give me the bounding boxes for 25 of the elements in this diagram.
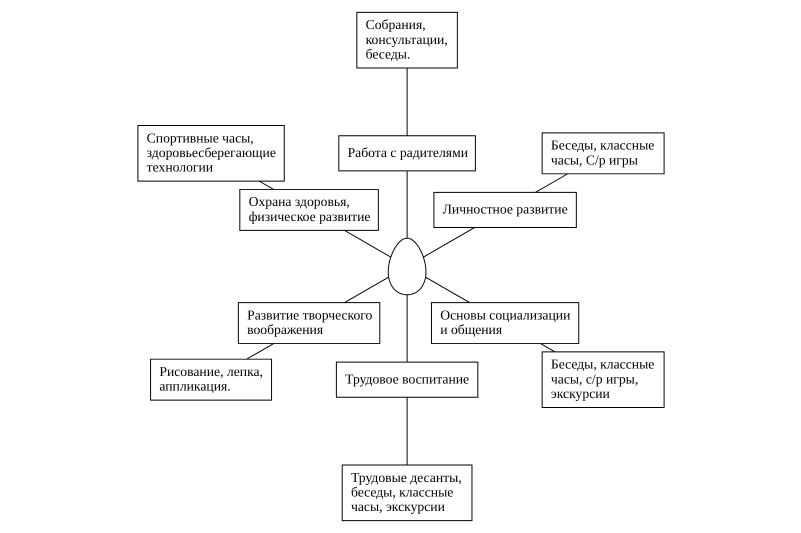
connector xyxy=(422,227,474,258)
connector xyxy=(344,230,390,258)
node-box: Собрания, консультации, беседы. xyxy=(356,12,458,68)
node-box: Основы социализации и общения xyxy=(430,302,579,344)
connector xyxy=(406,396,408,466)
node-box: Рисование, лепка, аппликация. xyxy=(150,358,272,401)
node-box: Трудовые десанты, беседы, классные часы, экскурсии xyxy=(341,464,472,522)
connector xyxy=(258,180,274,190)
connector xyxy=(246,343,274,360)
node-person xyxy=(387,238,426,296)
connector xyxy=(425,276,470,304)
node-box: Охрана здоровья, физическое развитие xyxy=(238,188,378,231)
node-box: Беседы, классные часы, С/р игры xyxy=(541,132,664,174)
node-box: Спортивные часы, здоровьесберегающие технологии xyxy=(136,125,284,182)
connector xyxy=(534,173,568,193)
node-box: Работа с радителями xyxy=(338,135,476,172)
connector xyxy=(406,294,408,363)
connector xyxy=(540,343,555,352)
connector xyxy=(344,276,388,304)
node-box: Беседы, классные часы, с/р игры, экскурсии xyxy=(541,351,664,408)
node-box: Трудовое воспитание xyxy=(335,362,478,398)
connector xyxy=(406,68,408,136)
node-box: Развитие творческого воображения xyxy=(237,302,380,344)
connector xyxy=(406,170,408,238)
node-box: Личностное развитие xyxy=(432,192,576,228)
